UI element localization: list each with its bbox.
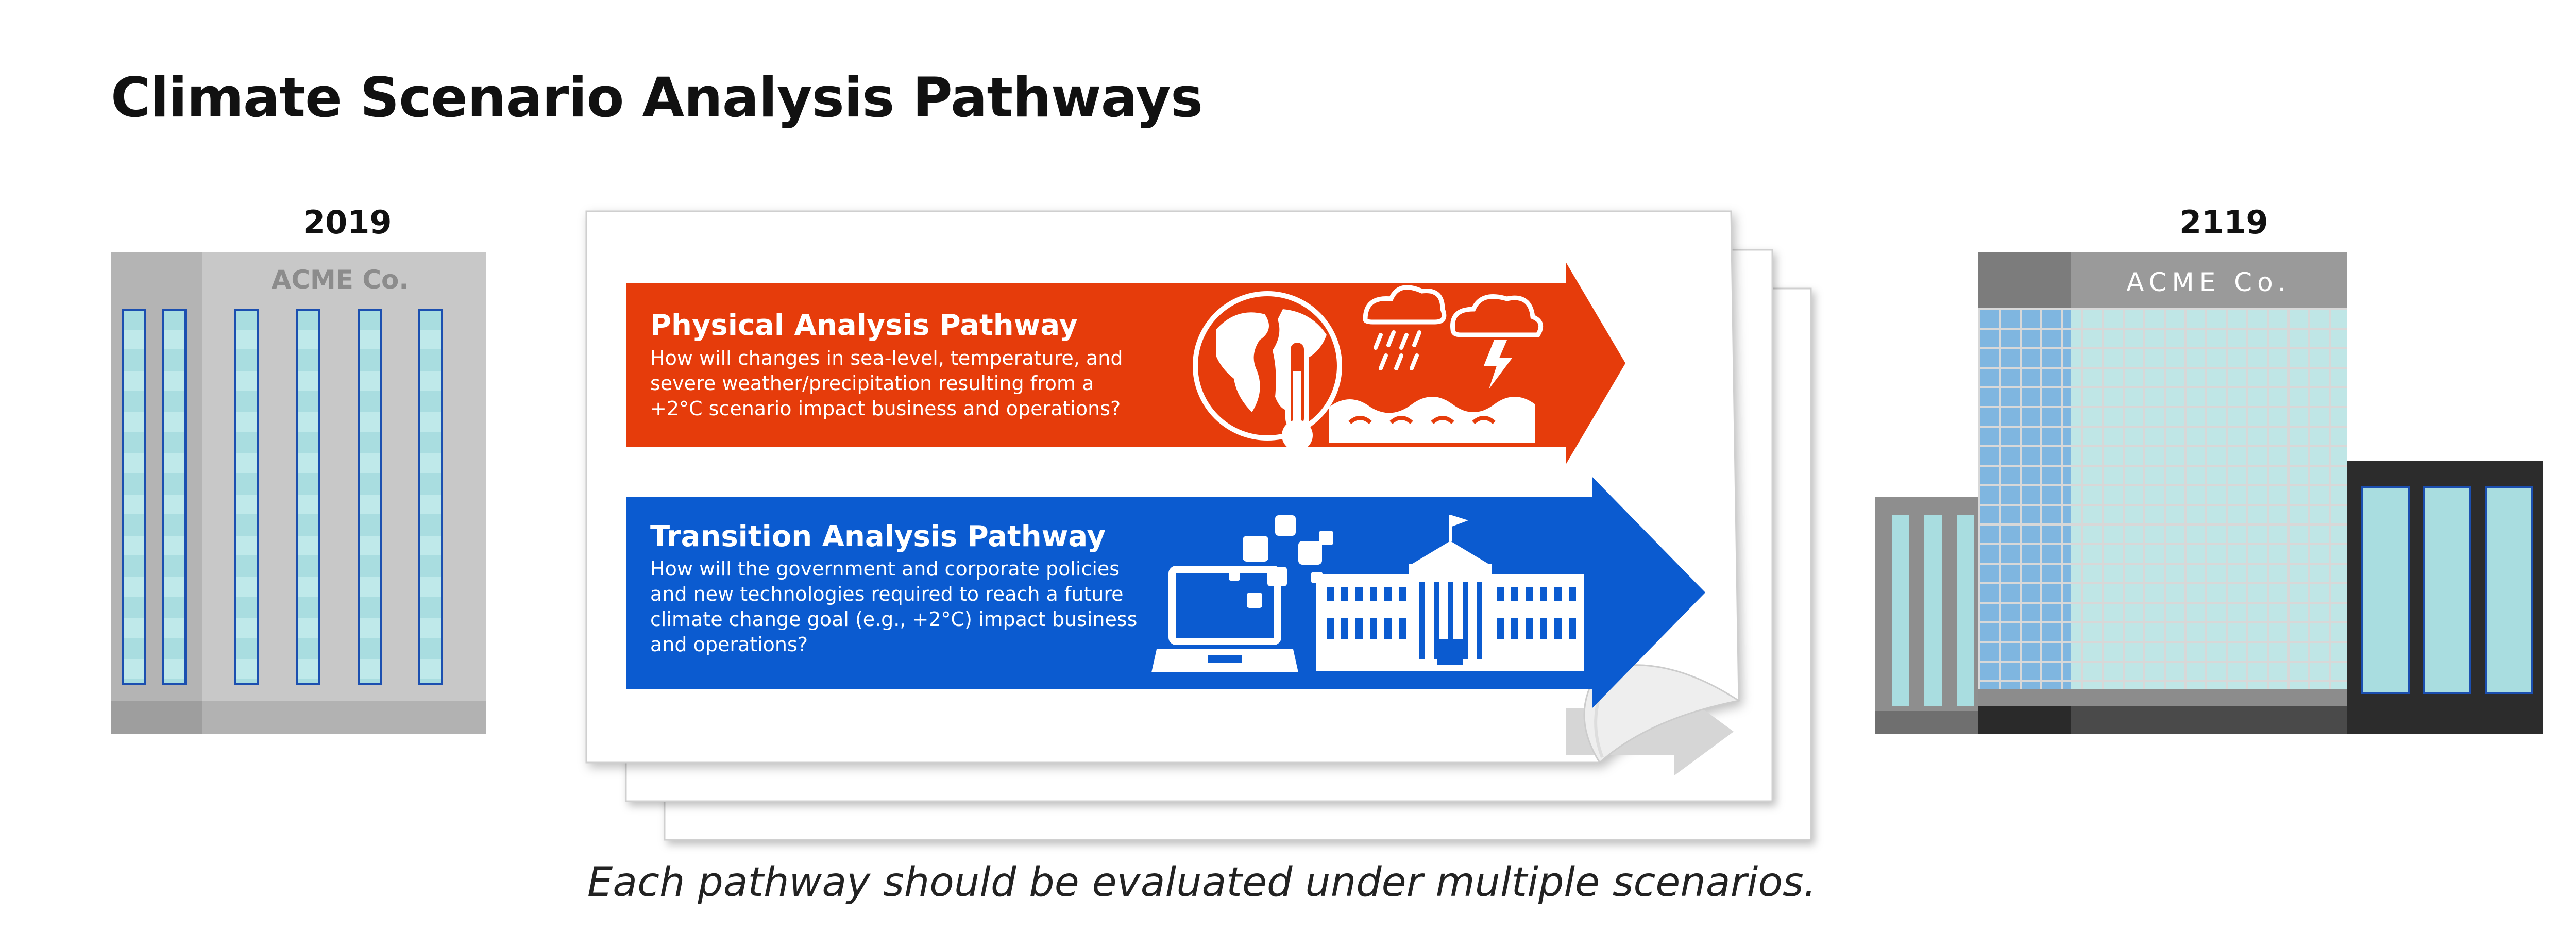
physical-line-2: severe weather/precipitation resulting f… [650,372,1094,395]
thermometer-icon [1282,337,1313,451]
caption: Each pathway should be evaluated under m… [587,859,1817,906]
rain-cloud-icon [1363,285,1447,370]
building-2119-sign: ACME Co. [2126,267,2291,297]
building-2119: ACME Co. [1875,252,2543,734]
building-2119-left-annex-windows [1892,515,1974,706]
storm-cloud-icon [1450,294,1544,389]
transition-line-3: climate change goal (e.g., +2°C) impact … [650,608,1137,631]
physical-line-3: +2°C scenario impact business and operat… [650,397,1121,420]
building-2119-right-annex-windows [2361,486,2533,694]
government-building-icon [1316,515,1584,671]
waves-icon [1329,397,1535,443]
year-2019-label: 2019 [303,204,392,241]
transition-line-4: and operations? [650,633,808,656]
building-2119-window-grid [1978,308,2347,689]
laptop-icon [1151,566,1298,672]
physical-heading: Physical Analysis Pathway [650,309,1078,342]
page-title: Climate Scenario Analysis Pathways [111,66,1203,129]
data-squares-icon [1229,515,1333,608]
transition-line-1: How will the government and corporate po… [650,557,1120,580]
building-2019-sign: ACME Co. [272,265,409,295]
physical-line-1: How will changes in sea-level, temperatu… [650,347,1123,369]
page-curl [1583,664,1741,764]
building-2019-windows [122,309,443,685]
year-2119-label: 2119 [2179,204,2268,241]
transition-heading: Transition Analysis Pathway [650,520,1106,553]
building-2019: ACME Co. [111,252,486,734]
transition-line-2: and new technologies required to reach a… [650,583,1124,605]
